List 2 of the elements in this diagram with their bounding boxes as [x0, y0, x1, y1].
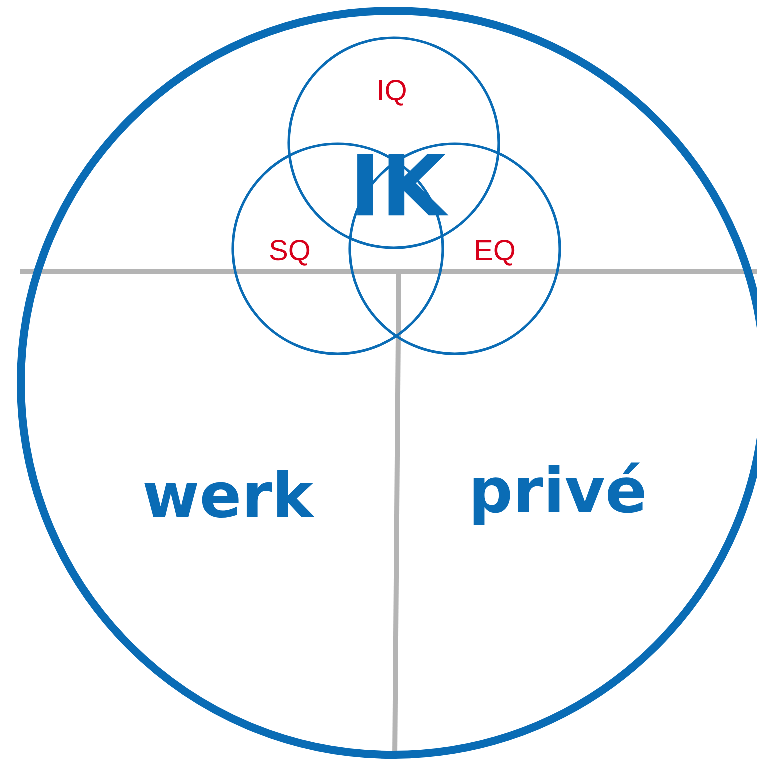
prive-text: privé	[474, 462, 644, 526]
werk-text: werk	[144, 470, 315, 518]
